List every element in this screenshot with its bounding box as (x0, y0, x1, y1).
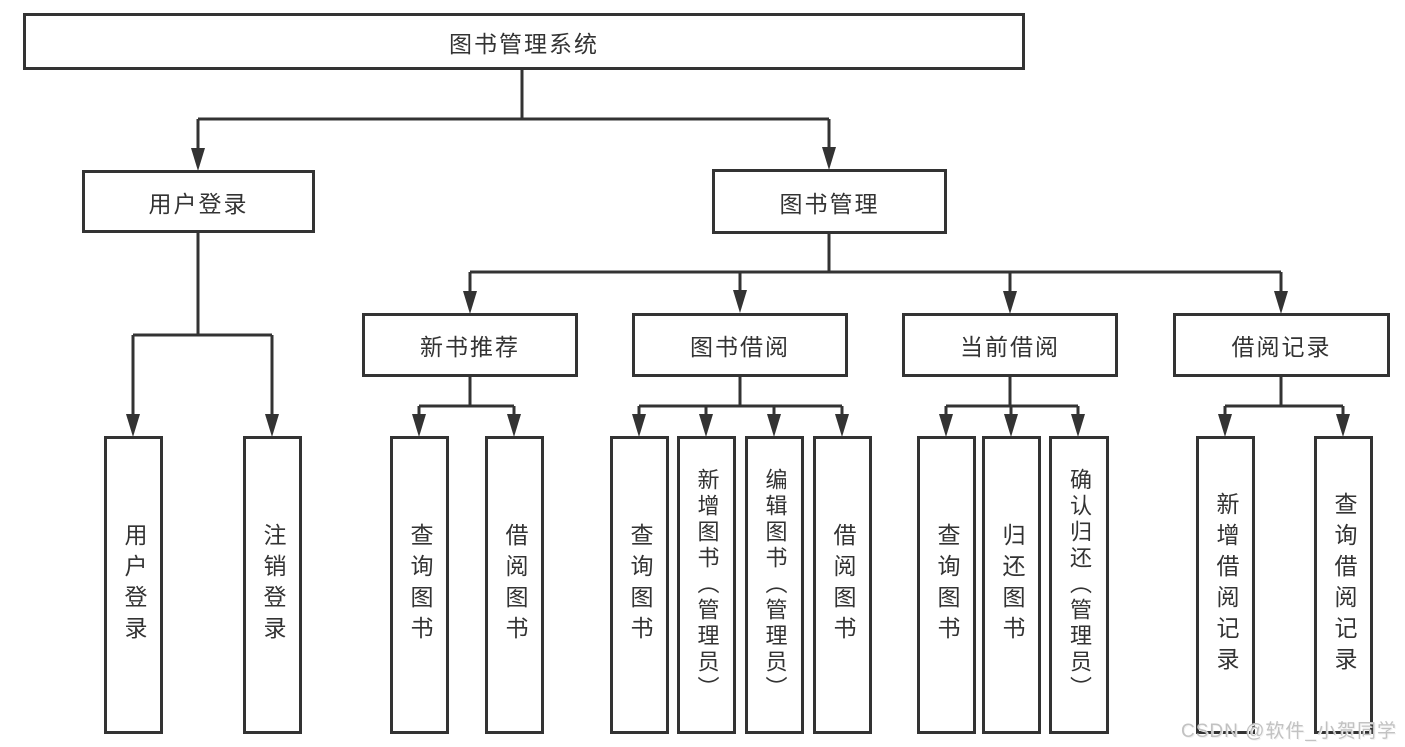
node-borrow-books-recommend: 借阅图书 (485, 436, 544, 734)
node-query-books-current: 查询图书 (917, 436, 976, 734)
node-edit-books-admin: 编辑图书（管理员） (745, 436, 804, 734)
node-new-book-recommendation: 新书推荐 (362, 313, 578, 377)
node-query-borrow-record: 查询借阅记录 (1314, 436, 1373, 734)
node-library-system: 图书管理系统 (23, 13, 1025, 70)
node-borrow-books-borrowing: 借阅图书 (813, 436, 872, 734)
node-book-management: 图书管理 (712, 169, 947, 234)
connector-shafts (131, 68, 1345, 419)
node-user-login: 用户登录 (82, 170, 315, 233)
arrowheads (126, 147, 1350, 437)
node-query-books-recommend: 查询图书 (390, 436, 449, 734)
node-user-login-leaf: 用户登录 (104, 436, 163, 734)
node-confirm-return-admin: 确认归还（管理员） (1049, 436, 1109, 734)
node-book-borrowing: 图书借阅 (632, 313, 848, 377)
node-add-borrow-record: 新增借阅记录 (1196, 436, 1255, 734)
node-return-books: 归还图书 (982, 436, 1041, 734)
node-borrowing-records: 借阅记录 (1173, 313, 1390, 377)
node-logout: 注销登录 (243, 436, 302, 734)
watermark-text: CSDN @软件_小贺同学 (1181, 721, 1397, 742)
node-current-borrowing: 当前借阅 (902, 313, 1118, 377)
node-query-books-borrowing: 查询图书 (610, 436, 669, 734)
node-add-books-admin: 新增图书（管理员） (677, 436, 736, 734)
